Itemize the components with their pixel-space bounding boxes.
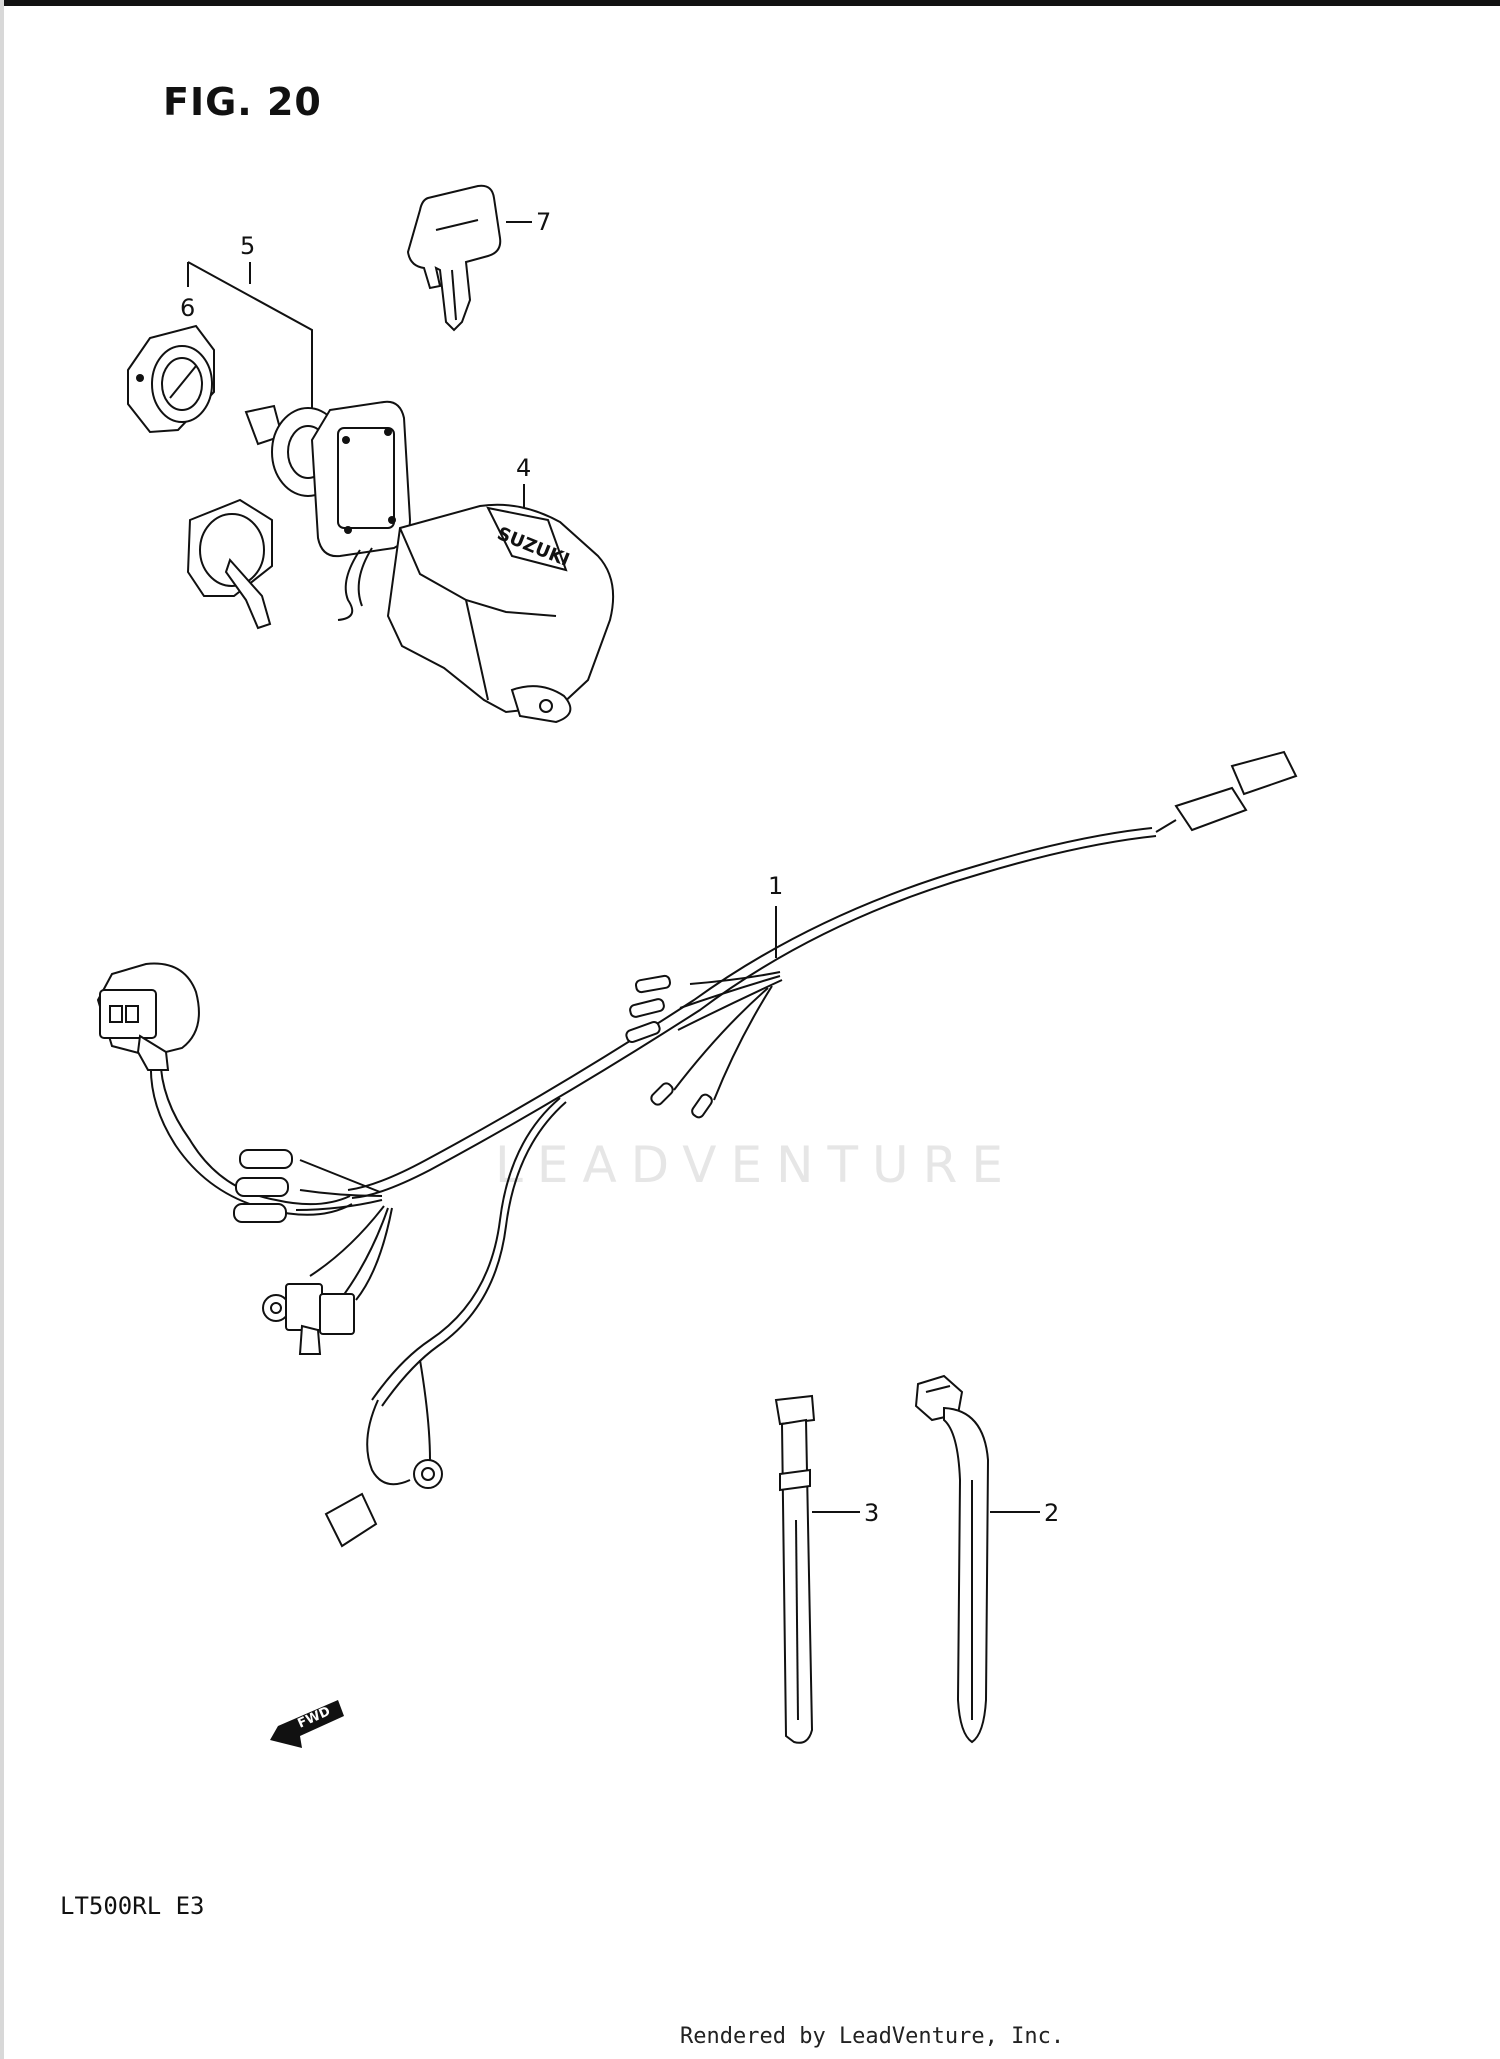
callout-3: 3: [864, 1499, 879, 1527]
callout-2: 2: [1044, 1499, 1059, 1527]
part-5-ignition-switch[interactable]: [186, 400, 412, 630]
callout-5: 5: [240, 232, 255, 260]
render-credit: Rendered by LeadVenture, Inc.: [680, 2024, 1065, 2049]
left-scan-edge: [0, 0, 4, 2059]
model-code: LT500RL E3: [60, 1892, 205, 1920]
part-3-cable-tie[interactable]: [774, 1394, 816, 1744]
callout-7: 7: [536, 208, 551, 236]
figure-title: FIG. 20: [163, 80, 322, 124]
part-6-bezel[interactable]: [127, 324, 215, 434]
part-2-clamp-tie[interactable]: [914, 1374, 990, 1744]
callout-4: 4: [516, 454, 531, 482]
part-7-key[interactable]: [406, 184, 502, 332]
bracket-5: [187, 261, 313, 420]
callout-1: 1: [768, 872, 783, 900]
part-4-switch-cover[interactable]: SUZUKI: [386, 503, 615, 724]
top-border: [0, 0, 1500, 6]
callout-6: 6: [180, 294, 195, 322]
part-1-wiring-harness[interactable]: [96, 750, 1298, 1548]
watermark-text: LEADVENTURE: [495, 1136, 1017, 1194]
fwd-arrow-icon: FWD: [270, 1700, 344, 1748]
